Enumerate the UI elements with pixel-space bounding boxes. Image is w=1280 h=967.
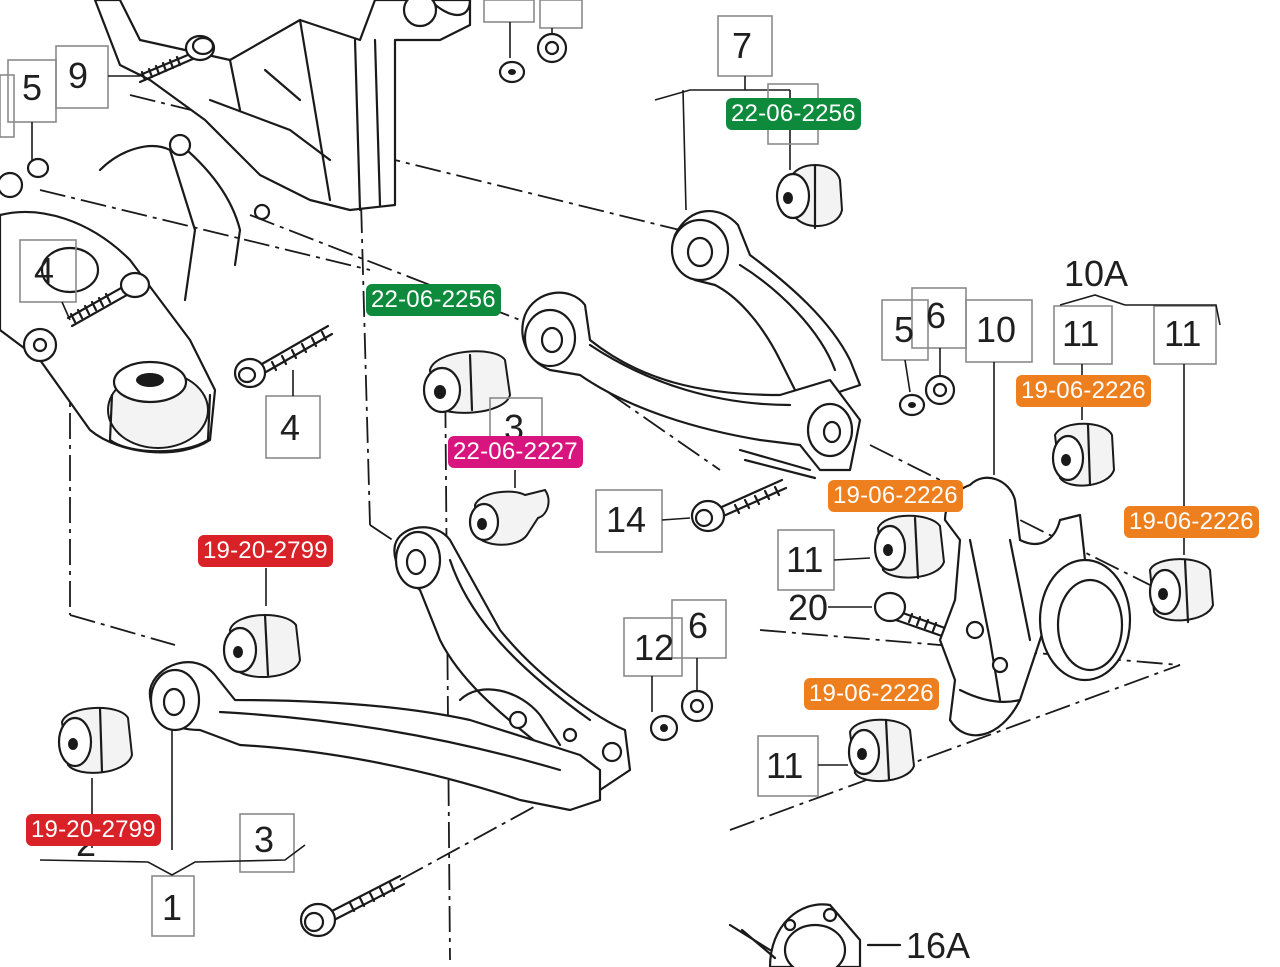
bolt-4-lower bbox=[233, 324, 334, 389]
bolt-3-lower bbox=[299, 759, 621, 938]
part-number-badge-knuckle-bottom: 19-06-2226 bbox=[804, 678, 939, 710]
part-number-badge-upper-rear-arm: 22-06-2256 bbox=[726, 98, 861, 130]
callout-16A: 16A bbox=[906, 925, 970, 966]
part-number-badge-lower-arm-top: 19-20-2799 bbox=[198, 535, 333, 567]
bushing-lower-bottom bbox=[57, 706, 134, 774]
part-number-badge-knuckle-top: 19-06-2226 bbox=[1016, 375, 1151, 407]
trailing-link-arm bbox=[393, 526, 632, 792]
callout-10: 10 bbox=[976, 309, 1016, 350]
part-number-badge-knuckle-mid: 19-06-2226 bbox=[828, 480, 963, 512]
bushing-knuckle-mid bbox=[873, 514, 946, 580]
callout-11-top-left: 11 bbox=[1062, 313, 1099, 354]
callout-11-mid: 11 bbox=[786, 539, 823, 580]
upper-control-arm-front bbox=[521, 291, 862, 480]
lower-control-arm bbox=[148, 661, 602, 812]
callout-11-top-right: 11 bbox=[1164, 313, 1201, 354]
part-16A-mount bbox=[728, 903, 902, 967]
bushing-knuckle-top bbox=[1051, 422, 1116, 487]
bushing-upper-rear bbox=[775, 163, 844, 230]
bushing-mid bbox=[468, 488, 550, 546]
callout-1: 1 bbox=[162, 887, 182, 928]
bushing-knuckle-right bbox=[1148, 558, 1215, 624]
callout-9: 9 bbox=[68, 55, 88, 96]
callout-4-upper: 4 bbox=[34, 250, 54, 291]
part-number-badge-lower-arm-bottom: 19-20-2799 bbox=[26, 814, 161, 846]
part-number-badge-knuckle-right: 19-06-2226 bbox=[1124, 506, 1259, 538]
bolt-20 bbox=[873, 591, 947, 638]
callout-5-left: 5 bbox=[22, 67, 42, 108]
part-number-badge-trailing-arm: 22-06-2227 bbox=[448, 436, 583, 468]
bushing-upper-front bbox=[422, 350, 512, 414]
callout-7: 7 bbox=[732, 25, 752, 66]
callout-20: 20 bbox=[788, 587, 828, 628]
callout-6-top: 6 bbox=[926, 295, 946, 336]
callout-10A: 10A bbox=[1064, 253, 1128, 294]
part-number-badge-upper-front-arm: 22-06-2256 bbox=[366, 284, 501, 316]
bolt-4-upper bbox=[66, 271, 151, 328]
upper-control-arm-rear bbox=[670, 210, 862, 402]
callout-leaders bbox=[0, 0, 1221, 937]
wheel-knuckle bbox=[938, 476, 1132, 737]
callout-numbers: 9 5 7 4 4 5 6 10A 10 11 11 3 14 11 20 12… bbox=[22, 25, 1201, 966]
bushing-knuckle-bottom bbox=[847, 718, 916, 783]
nuts-washers bbox=[0, 32, 956, 742]
callout-6-bottom: 6 bbox=[688, 605, 708, 646]
callout-11-bottom: 11 bbox=[766, 745, 803, 786]
callout-12: 12 bbox=[634, 627, 674, 668]
callout-4-lower: 4 bbox=[280, 407, 300, 448]
bushing-lower-top bbox=[222, 613, 302, 678]
callout-14: 14 bbox=[606, 499, 646, 540]
bolt-9 bbox=[138, 34, 216, 84]
callout-3-bottom: 3 bbox=[254, 819, 274, 860]
bolt-14 bbox=[690, 478, 788, 533]
callout-5-right: 5 bbox=[894, 309, 914, 350]
